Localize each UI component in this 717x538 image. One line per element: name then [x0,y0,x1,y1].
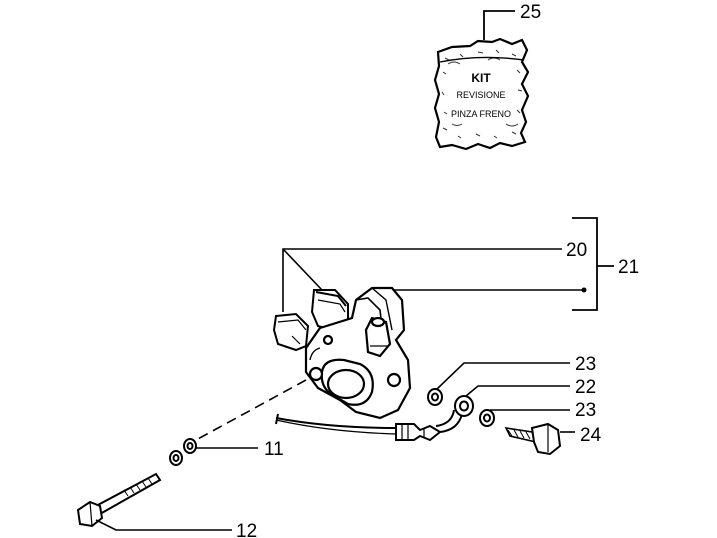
leader-line-25 [483,10,515,40]
leader-line-12 [95,519,232,531]
callout-12: 12 [236,521,257,538]
callout-23-upper: 23 [575,354,596,375]
kit-bag-fold [439,56,525,63]
callout-25: 25 [520,2,541,23]
brake-pad-front [272,312,310,352]
callout-23-lower: 23 [575,400,596,421]
banjo-bolt [504,422,562,456]
kit-bag-outline [433,37,530,151]
kit-label-pinza-freno: PINZA FRENO [451,109,511,119]
brake-hose [275,403,464,442]
kit-label-revisione: REVISIONE [456,90,505,100]
banjo-fitting [454,395,474,417]
kit-bag: KIT REVISIONE PINZA FRENO [433,37,530,151]
callout-24: 24 [580,425,602,446]
callout-11: 11 [264,439,284,460]
caliper-body [304,286,412,420]
leader-line-23-upper [436,362,570,390]
spacer-washer-large [183,438,197,454]
callout-21: 21 [618,257,639,278]
spacer-washer-small [169,450,183,466]
leader-line-20 [282,248,562,312]
kit-label-kit: KIT [471,71,491,85]
copper-washer-upper [427,388,443,406]
assembly-axis-dashed [195,379,307,441]
leader-dot-21 [581,287,587,293]
bracket-21 [572,217,614,311]
leader-line-22 [465,385,570,397]
callout-20: 20 [566,240,587,261]
caliper-mounting-bolt [76,472,162,528]
copper-washer-lower [479,409,495,427]
callout-22: 22 [575,377,596,398]
